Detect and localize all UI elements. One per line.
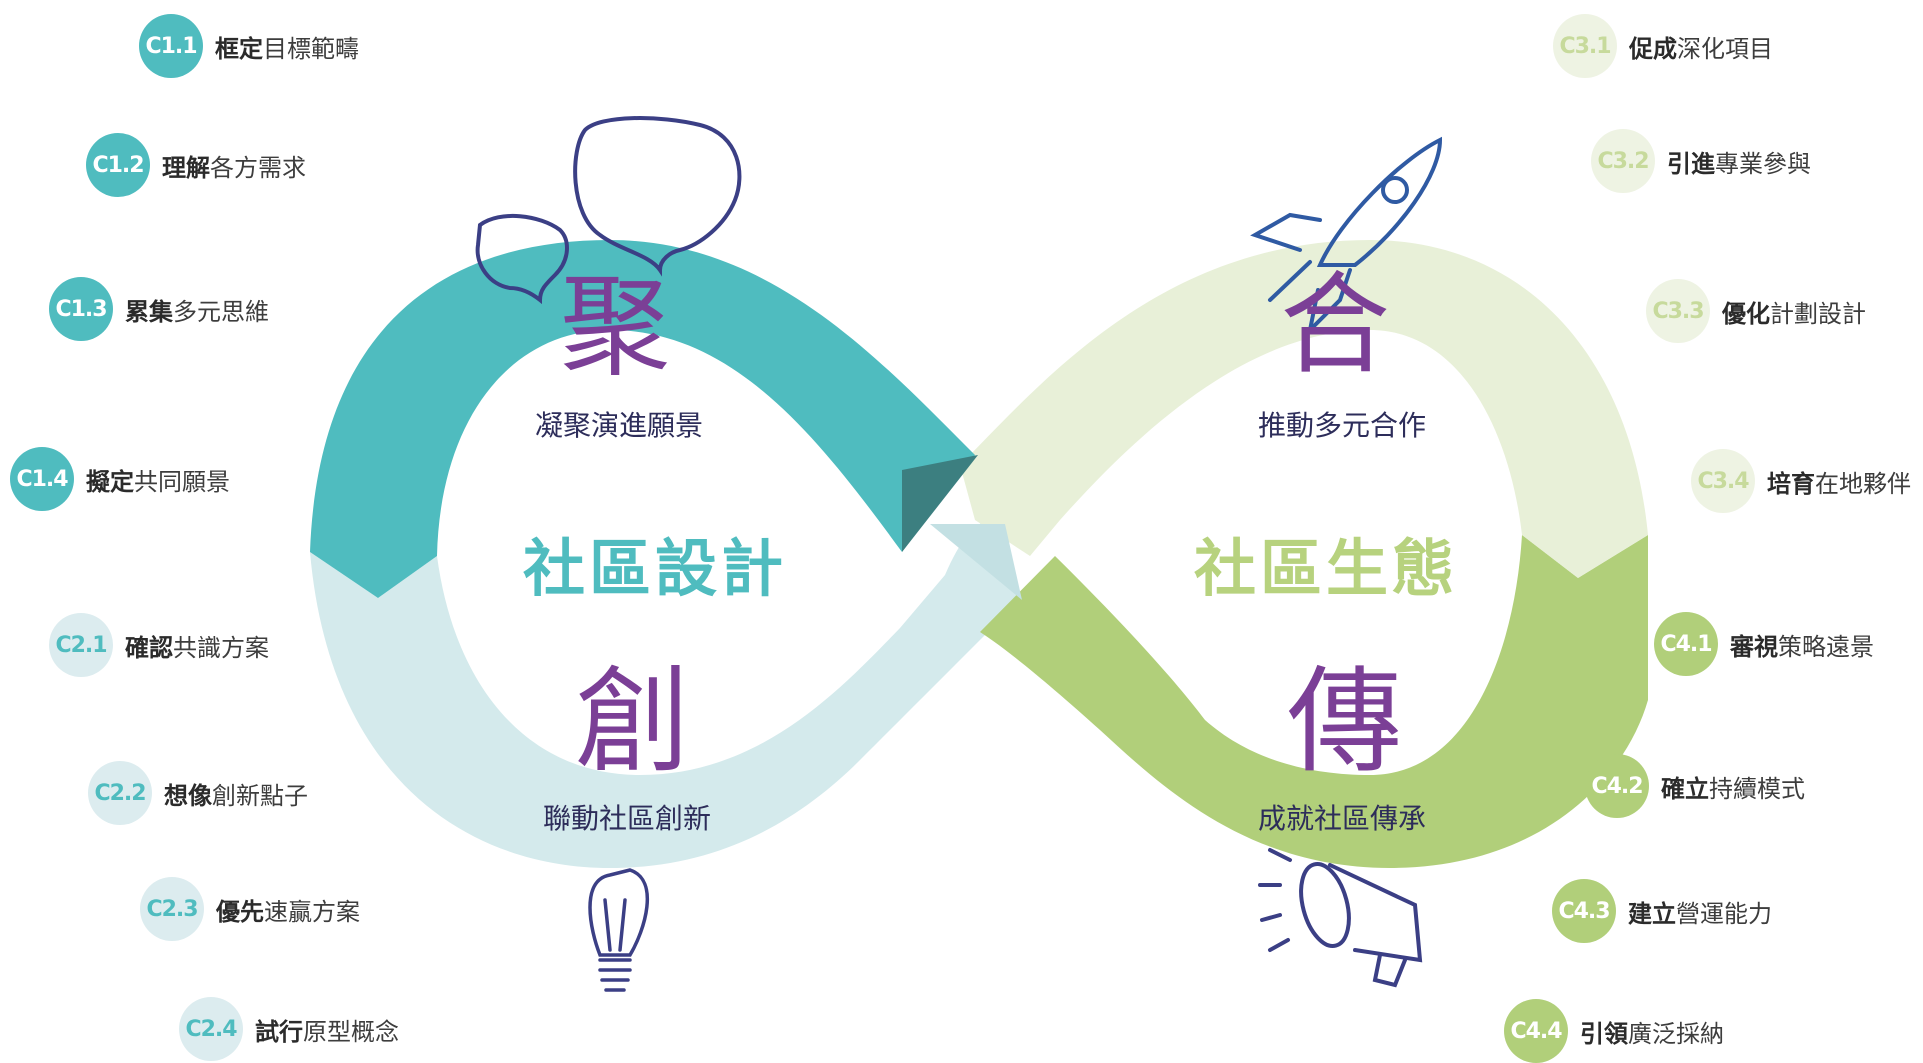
loop-crossing: [930, 524, 1022, 600]
left-center-title: 社區設計: [523, 532, 788, 605]
list-item: C4.1 審視策略遠景: [1654, 612, 1874, 676]
item-label: 培育在地夥伴: [1767, 469, 1911, 498]
code-badge: C1.2: [86, 133, 150, 197]
item-label: 想像創新點子: [164, 781, 308, 810]
code-badge: C3.2: [1591, 129, 1655, 193]
item-label: 審視策略遠景: [1730, 632, 1874, 661]
list-item: C2.2 想像創新點子: [88, 761, 308, 825]
list-item: C1.3 累集多元思維: [49, 277, 269, 341]
code-badge: C4.4: [1504, 999, 1568, 1063]
list-item: C3.1 促成深化項目: [1553, 14, 1773, 78]
item-label: 確立持續模式: [1661, 774, 1805, 803]
item-label: 優化計劃設計: [1722, 299, 1866, 328]
list-item: C1.2 理解各方需求: [86, 133, 306, 197]
code-badge: C4.2: [1585, 754, 1649, 818]
list-item: C4.3 建立營運能力: [1552, 879, 1772, 943]
quadrant-char-transmit: 傳: [1287, 655, 1403, 789]
item-label: 促成深化項目: [1629, 34, 1773, 63]
list-item: C2.3 優先速贏方案: [140, 877, 360, 941]
loop-segment-gather: [310, 240, 975, 598]
quadrant-char-cooperate: 合: [1280, 261, 1390, 389]
megaphone-icon: [1258, 848, 1423, 988]
code-badge: C2.3: [140, 877, 204, 941]
item-label: 引進專業參與: [1667, 149, 1811, 178]
list-item: C3.2 引進專業參與: [1591, 129, 1811, 193]
list-item: C3.4 培育在地夥伴: [1691, 449, 1911, 513]
code-badge: C3.4: [1691, 449, 1755, 513]
list-item: C4.4 引領廣泛採納: [1504, 999, 1724, 1063]
loop-segment-transmit: [980, 535, 1648, 868]
list-item: C1.4 擬定共同願景: [10, 447, 230, 511]
item-label: 累集多元思維: [125, 297, 269, 326]
code-badge: C1.1: [139, 14, 203, 78]
list-item: C2.1 確認共識方案: [49, 613, 269, 677]
code-badge: C1.4: [10, 447, 74, 511]
code-badge: C2.2: [88, 761, 152, 825]
list-item: C4.2 確立持續模式: [1585, 754, 1805, 818]
code-badge: C3.1: [1553, 14, 1617, 78]
code-badge: C2.1: [49, 613, 113, 677]
item-label: 擬定共同願景: [86, 467, 230, 496]
speech-bubbles-icon: [475, 116, 742, 305]
quadrant-char-gather: 聚: [560, 263, 670, 391]
item-label: 優先速贏方案: [216, 897, 360, 926]
item-label: 理解各方需求: [162, 153, 306, 182]
lightbulb-icon: [588, 868, 649, 992]
list-item: C1.1 框定目標範疇: [139, 14, 359, 78]
item-label: 框定目標範疇: [215, 34, 359, 63]
item-label: 引領廣泛採納: [1580, 1019, 1724, 1048]
code-badge: C4.3: [1552, 879, 1616, 943]
list-item: C3.3 優化計劃設計: [1646, 279, 1866, 343]
code-badge: C4.1: [1654, 612, 1718, 676]
list-item: C2.4 試行原型概念: [179, 997, 399, 1061]
loop-segment-cooperate: [960, 240, 1648, 578]
loop-segment-create: [310, 520, 1020, 868]
quadrant-caption-transmit: 成就社區傳承: [1258, 802, 1427, 835]
code-badge: C3.3: [1646, 279, 1710, 343]
code-badge: C1.3: [49, 277, 113, 341]
rocket-icon: [1250, 136, 1443, 337]
code-badge: C2.4: [179, 997, 243, 1061]
right-center-title: 社區生態: [1194, 532, 1459, 605]
quadrant-caption-cooperate: 推動多元合作: [1258, 409, 1427, 442]
item-label: 試行原型概念: [255, 1017, 399, 1046]
quadrant-caption-create: 聯動社區創新: [543, 802, 712, 835]
loop-fold: [902, 455, 978, 552]
quadrant-char-create: 創: [575, 655, 691, 789]
quadrant-caption-gather: 凝聚演進願景: [535, 409, 704, 442]
item-label: 確認共識方案: [125, 633, 269, 662]
item-label: 建立營運能力: [1628, 899, 1772, 928]
